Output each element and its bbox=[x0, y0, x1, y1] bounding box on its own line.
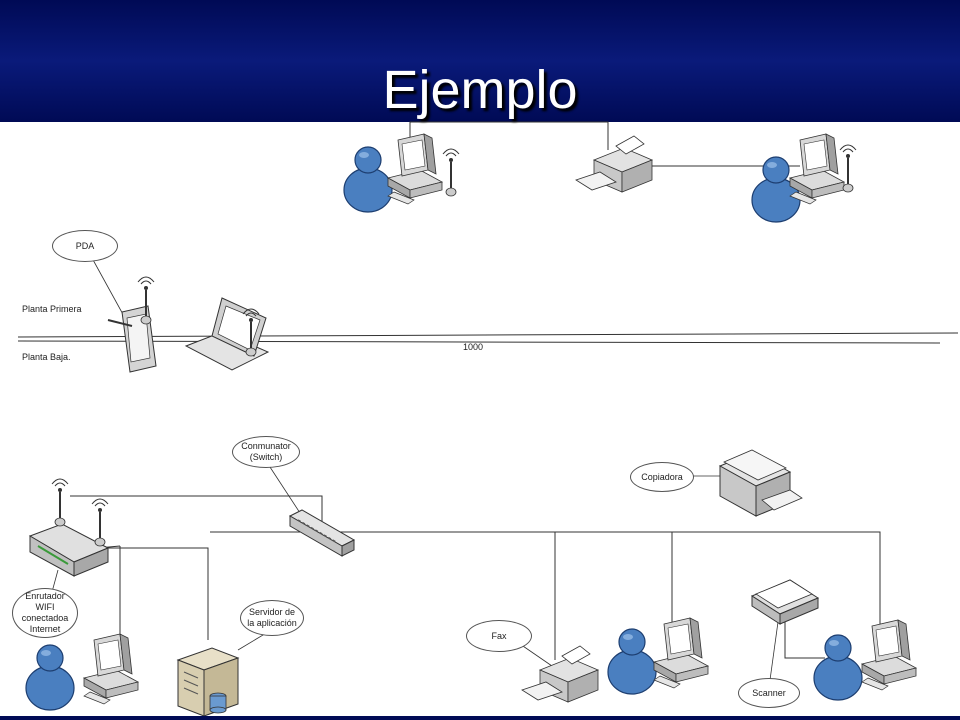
lower-user-1 bbox=[25, 644, 75, 711]
upper-user-2 bbox=[751, 156, 801, 223]
network-switch bbox=[288, 509, 356, 557]
fax-machine bbox=[521, 645, 599, 703]
callout-pda: PDA bbox=[52, 230, 118, 262]
callout-router: Enrutador WIFI conectadoa Internet bbox=[12, 588, 78, 638]
upper-pc-1 bbox=[387, 133, 443, 205]
application-server bbox=[176, 647, 240, 717]
upper-pc-2 bbox=[789, 133, 845, 205]
separator-value: 1000 bbox=[463, 342, 484, 352]
wifi-router bbox=[28, 478, 110, 577]
bottom-bar bbox=[0, 716, 960, 720]
title-bar bbox=[0, 0, 960, 122]
callout-scanner: Scanner bbox=[738, 678, 800, 708]
upper-antenna-1 bbox=[442, 148, 460, 197]
upper-printer bbox=[575, 135, 653, 193]
floor-separator bbox=[17, 332, 959, 344]
lower-pc-3 bbox=[861, 619, 917, 691]
callout-fax: Fax bbox=[466, 620, 532, 652]
pda-device bbox=[107, 276, 157, 373]
lower-pc-2 bbox=[653, 617, 709, 689]
floor-label-lower: Planta Baja. bbox=[22, 352, 71, 362]
lower-user-3 bbox=[813, 634, 863, 701]
lower-pc-1 bbox=[83, 633, 139, 705]
scanner bbox=[750, 579, 820, 625]
copier bbox=[718, 449, 803, 517]
slide-title: Ejemplo bbox=[382, 60, 578, 120]
upper-user-1 bbox=[343, 146, 393, 213]
callout-server: Servidor de la aplicación bbox=[240, 600, 304, 636]
callout-copier: Copiadora bbox=[630, 462, 694, 492]
floor-label-upper: Planta Primera bbox=[22, 304, 82, 314]
callout-switch: Conmunator (Switch) bbox=[232, 436, 300, 468]
lower-user-2 bbox=[607, 628, 657, 695]
laptop-device bbox=[184, 297, 270, 371]
